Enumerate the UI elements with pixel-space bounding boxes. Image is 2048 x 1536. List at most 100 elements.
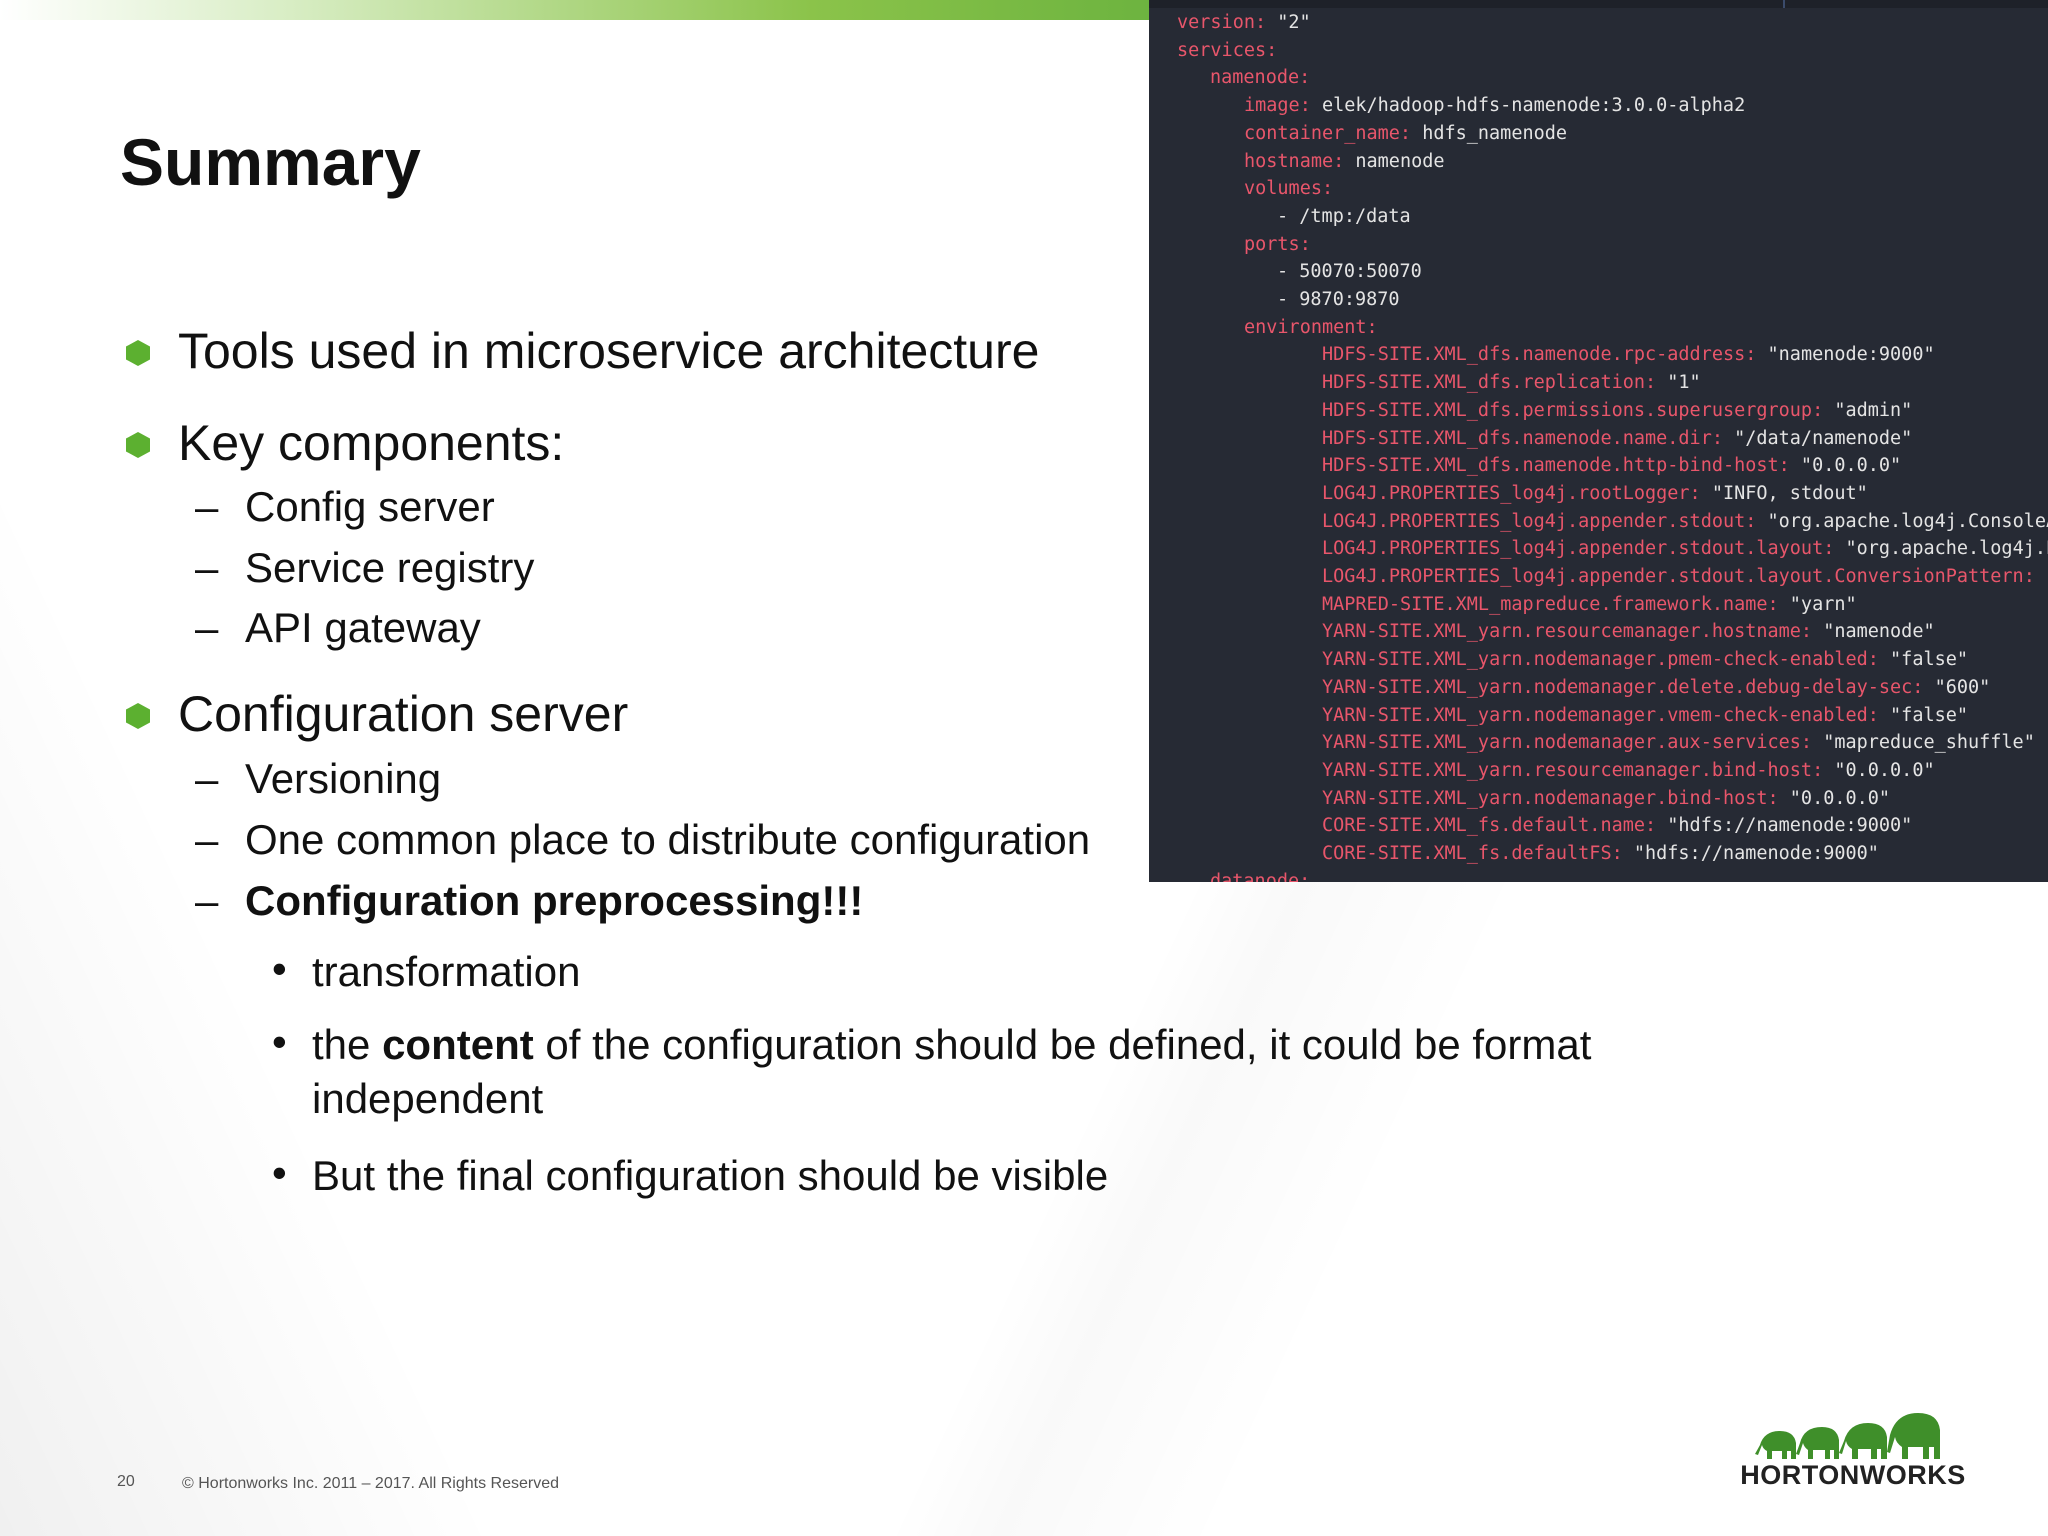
sub-item-service-registry: Service registry xyxy=(245,544,535,591)
code-line: HDFS-SITE.XML_dfs.namenode.http-bind-hos… xyxy=(1322,452,1901,480)
code-value: "%d xyxy=(2035,566,2048,587)
code-line: HDFS-SITE.XML_dfs.namenode.name.dir: "/d… xyxy=(1322,425,1912,453)
code-value: "false" xyxy=(1878,649,1969,671)
code-key: YARN-SITE.XML_yarn.nodemanager.vmem-chec… xyxy=(1322,704,1879,726)
code-value: "org.apache.log4j.ConsoleApp xyxy=(1756,510,2048,532)
code-key: hostname: xyxy=(1244,150,1345,172)
dot-marker: • xyxy=(272,1149,287,1196)
sub-item-common-place: One common place to distribute configura… xyxy=(245,816,1091,863)
dash-marker: – xyxy=(195,483,219,530)
hortonworks-logo-text: HORTONWORKS xyxy=(1740,1460,1966,1490)
code-key: YARN-SITE.XML_yarn.nodemanager.delete.de… xyxy=(1322,676,1924,698)
bullet-configuration-server: Configuration server xyxy=(178,686,629,742)
code-line: LOG4J.PROPERTIES_log4j.rootLogger: "INFO… xyxy=(1322,480,1868,508)
code-value: "600" xyxy=(1923,676,1991,698)
dash-marker: – xyxy=(195,816,219,863)
code-line: MAPRED-SITE.XML_mapreduce.framework.name… xyxy=(1322,591,1857,619)
code-line: LOG4J.PROPERTIES_log4j.appender.stdout: … xyxy=(1322,508,2048,536)
content-text-post: of the configuration should be defined, … xyxy=(312,1021,1592,1122)
code-line: YARN-SITE.XML_yarn.nodemanager.bind-host… xyxy=(1322,785,1890,813)
code-line: ports: xyxy=(1244,231,1311,259)
code-line: version: "2" xyxy=(1177,9,1311,37)
dash-marker: – xyxy=(195,877,219,924)
code-key: YARN-SITE.XML_yarn.nodemanager.pmem-chec… xyxy=(1322,649,1879,671)
code-value: "yarn" xyxy=(1778,593,1857,615)
code-key: LOG4J.PROPERTIES_log4j.appender.stdout: xyxy=(1322,510,1757,532)
sub-item-api-gateway: API gateway xyxy=(245,604,481,651)
code-value: "namenode:9000" xyxy=(1756,344,1935,366)
code-line: LOG4J.PROPERTIES_log4j.appender.stdout.l… xyxy=(1322,535,2048,563)
code-line: LOG4J.PROPERTIES_log4j.appender.stdout.l… xyxy=(1322,563,2048,591)
content-text-pre: the xyxy=(312,1021,383,1068)
code-value: "admin" xyxy=(1823,399,1913,421)
slide-title: Summary xyxy=(120,125,421,199)
code-line: YARN-SITE.XML_yarn.nodemanager.vmem-chec… xyxy=(1322,702,1968,730)
code-value: "false" xyxy=(1878,704,1969,726)
code-line: datanode: xyxy=(1210,868,1310,882)
code-line: HDFS-SITE.XML_dfs.namenode.rpc-address: … xyxy=(1322,341,1935,369)
code-key: YARN-SITE.XML_yarn.nodemanager.bind-host… xyxy=(1322,787,1779,809)
code-key: HDFS-SITE.XML_dfs.namenode.http-bind-hos… xyxy=(1322,455,1790,477)
code-line: hostname: namenode xyxy=(1244,148,1445,176)
code-value: elek/hadoop-hdfs-namenode:3.0.0-alpha2 xyxy=(1310,95,1746,117)
sub-item-versioning: Versioning xyxy=(245,755,442,802)
code-key: LOG4J.PROPERTIES_log4j.rootLogger: xyxy=(1322,482,1701,504)
code-key: HDFS-SITE.XML_dfs.permissions.superuserg… xyxy=(1322,399,1824,421)
code-line: YARN-SITE.XML_yarn.resourcemanager.bind-… xyxy=(1322,757,1935,785)
code-line: services: xyxy=(1177,37,1277,65)
code-value: - /tmp:/data xyxy=(1277,205,1411,227)
code-value: "2" xyxy=(1266,12,1311,33)
code-key: image: xyxy=(1244,95,1311,117)
bullet-tools: Tools used in microservice architecture xyxy=(178,323,1040,379)
code-value: "mapreduce_shuffle" xyxy=(1812,732,2035,754)
green-hexagon-bullet-icon xyxy=(126,703,150,729)
dash-marker: – xyxy=(195,755,219,802)
code-line: YARN-SITE.XML_yarn.nodemanager.pmem-chec… xyxy=(1322,646,1968,674)
code-value: "0.0.0.0" xyxy=(1823,759,1935,781)
code-value: "hdfs://namenode:9000" xyxy=(1622,843,1879,864)
code-value: - 9870:9870 xyxy=(1277,289,1400,310)
dot-marker: • xyxy=(272,945,287,992)
dot-marker: • xyxy=(272,1018,287,1065)
dash-marker: – xyxy=(195,544,219,591)
tab-edge xyxy=(1783,0,1785,8)
code-key: HDFS-SITE.XML_dfs.namenode.rpc-address: xyxy=(1322,344,1757,366)
code-value: "INFO, stdout" xyxy=(1700,482,1868,504)
code-key: CORE-SITE.XML_fs.default.name: xyxy=(1322,815,1657,837)
code-key: namenode: xyxy=(1210,67,1311,89)
code-screenshot-panel: version: "2"services:namenode:image: ele… xyxy=(1149,0,2048,882)
code-key: CORE-SITE.XML_fs.defaultFS: xyxy=(1322,843,1623,864)
code-value: namenode xyxy=(1344,150,1445,172)
code-line: - 9870:9870 xyxy=(1277,286,1400,314)
code-key: datanode: xyxy=(1210,870,1311,882)
code-value: "0.0.0.0" xyxy=(1778,787,1891,809)
code-line: CORE-SITE.XML_fs.default.name: "hdfs://n… xyxy=(1322,812,1912,840)
code-key: YARN-SITE.XML_yarn.nodemanager.aux-servi… xyxy=(1322,732,1813,754)
dash-marker: – xyxy=(195,604,219,651)
code-value: "org.apache.log4j.Pat xyxy=(1845,538,2048,560)
code-key: version: xyxy=(1177,12,1267,33)
code-line: image: elek/hadoop-hdfs-namenode:3.0.0-a… xyxy=(1244,92,1745,120)
code-key: LOG4J.PROPERTIES_log4j.appender.stdout.l… xyxy=(1322,538,1835,560)
content-text-bold: content xyxy=(382,1021,534,1068)
green-hexagon-bullet-icon xyxy=(126,432,150,458)
code-key: volumes: xyxy=(1244,178,1334,200)
code-key: ports: xyxy=(1244,233,1311,255)
code-line: HDFS-SITE.XML_dfs.replication: "1" xyxy=(1322,369,1701,397)
code-key: container_name: xyxy=(1244,122,1412,144)
code-line: YARN-SITE.XML_yarn.resourcemanager.hostn… xyxy=(1322,618,1935,646)
editor-tab-bar xyxy=(1149,0,2048,8)
code-key: LOG4J.PROPERTIES_log4j.appender.stdout.l… xyxy=(1322,566,2035,587)
code-key: YARN-SITE.XML_yarn.resourcemanager.bind-… xyxy=(1322,759,1824,781)
code-line: namenode: xyxy=(1210,64,1310,92)
sub-sub-item-content: the content of the configuration should … xyxy=(312,1018,1792,1126)
code-key: HDFS-SITE.XML_dfs.namenode.name.dir: xyxy=(1322,427,1723,449)
code-line: - /tmp:/data xyxy=(1277,203,1411,231)
code-value: hdfs_namenode xyxy=(1411,122,1568,144)
hortonworks-elephants-logo-icon xyxy=(1755,1413,1940,1459)
copyright-text: © Hortonworks Inc. 2011 – 2017. All Righ… xyxy=(182,1475,560,1492)
code-key: MAPRED-SITE.XML_mapreduce.framework.name… xyxy=(1322,593,1779,615)
bullet-key-components: Key components: xyxy=(178,415,565,471)
code-line: container_name: hdfs_namenode xyxy=(1244,120,1567,148)
